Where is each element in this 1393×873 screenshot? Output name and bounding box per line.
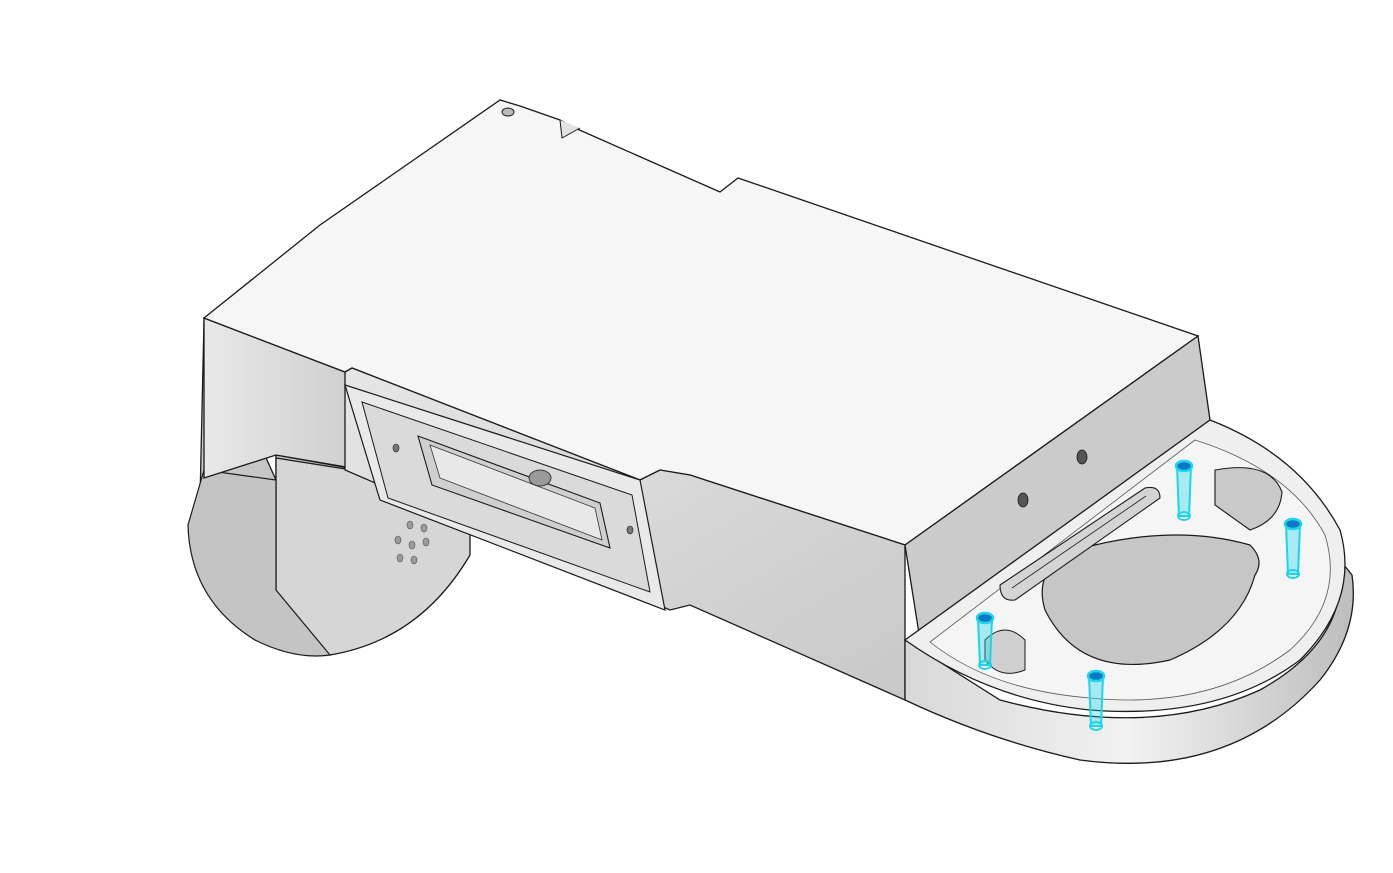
connector-screw-hole-right: [626, 525, 634, 535]
highlighted-hole-3[interactable]: [1283, 517, 1303, 579]
ring-flange: [903, 419, 1354, 764]
connector-screw-hole-left: [392, 443, 400, 453]
top-pin-hole: [501, 107, 515, 117]
vent-holes: [394, 520, 430, 565]
highlighted-hole-2[interactable]: [1174, 459, 1194, 521]
highlighted-hole-4[interactable]: [1086, 669, 1106, 731]
connector-cutout: [344, 384, 666, 611]
highlighted-hole-1[interactable]: [975, 611, 995, 670]
highlighted-holes[interactable]: [975, 459, 1303, 731]
